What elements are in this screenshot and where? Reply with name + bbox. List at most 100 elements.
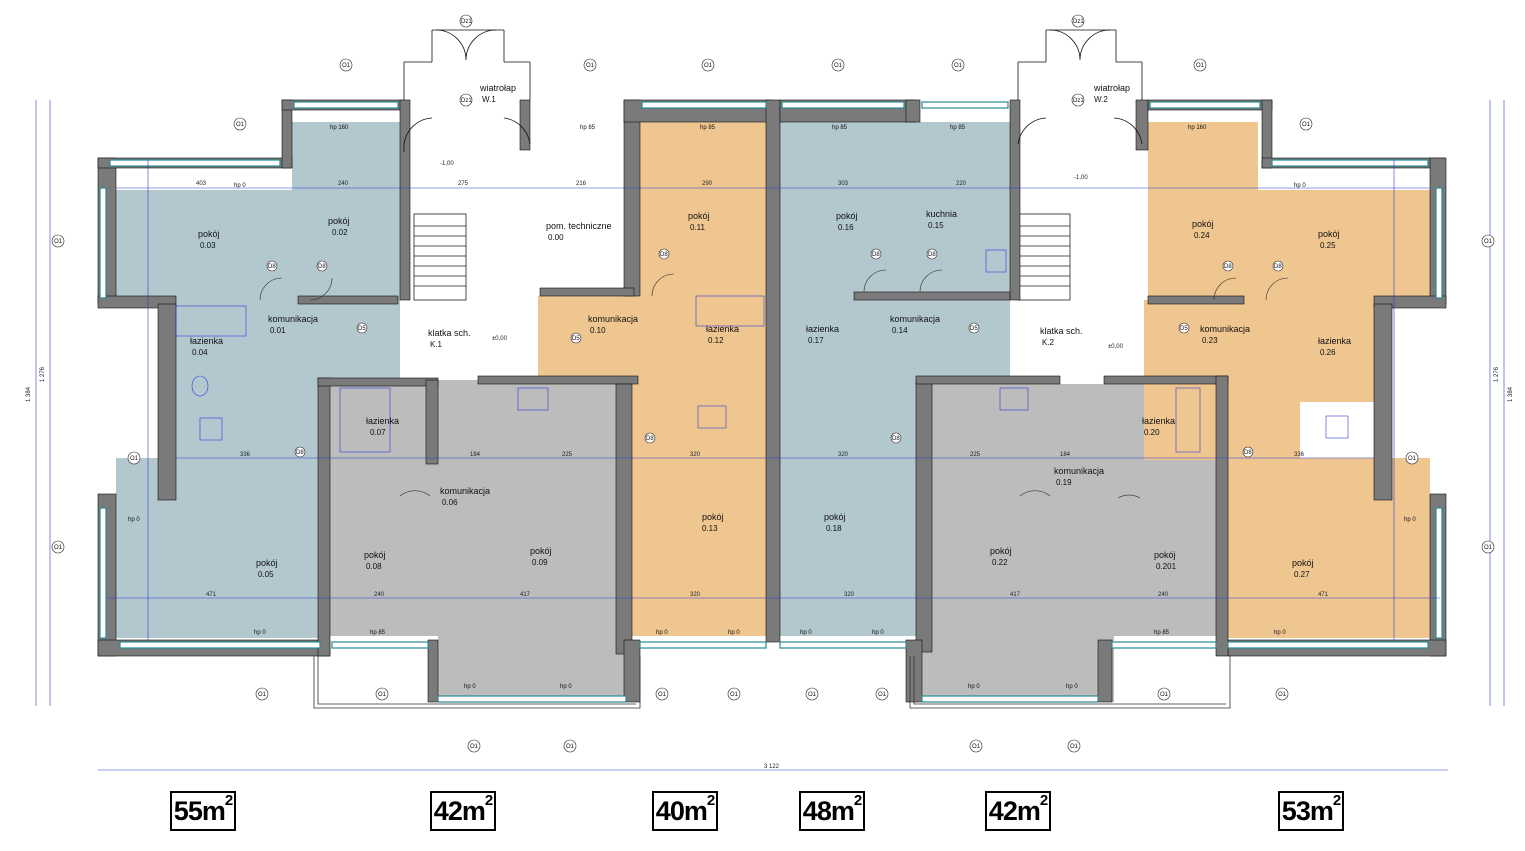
window-tag: O1 — [1481, 540, 1495, 554]
sill-tag: hp 0 — [728, 630, 740, 636]
room-fill-0.26 — [1298, 300, 1374, 402]
svg-text:O1: O1 — [54, 239, 63, 245]
svg-text:D5: D5 — [970, 326, 978, 332]
svg-text:D8: D8 — [892, 436, 900, 442]
sill-tag: hp 85 — [580, 125, 596, 131]
svg-text:O1: O1 — [878, 692, 887, 698]
svg-text:O1: O1 — [658, 692, 667, 698]
room-label: wiatrołap — [1093, 83, 1130, 93]
apartment-area-48: 48m2 — [799, 791, 865, 831]
dimension-values: 403 240 275 216 290 303 220 336 184 225 … — [26, 161, 1514, 770]
window-tag: O1 — [255, 687, 269, 701]
sill-tag: hp 0 — [872, 630, 884, 636]
window-tag: O1 — [1299, 117, 1313, 131]
door-swings — [259, 269, 1289, 499]
area-unit: m — [683, 795, 708, 826]
sill-tag: hp 85 — [950, 125, 966, 131]
room-number: 0.23 — [1202, 336, 1218, 345]
door-tag: D5 — [968, 322, 980, 334]
svg-text:D8: D8 — [646, 436, 654, 442]
room-number: 0.24 — [1194, 231, 1210, 240]
room-number: 0.00 — [548, 233, 564, 242]
room-number: 0.201 — [1156, 562, 1177, 571]
dim-mid: 320 — [690, 452, 701, 458]
svg-text:D8: D8 — [1274, 264, 1282, 270]
svg-text:O1: O1 — [1408, 456, 1417, 462]
sill-tag: hp 0 — [656, 630, 668, 636]
area-value: 40 — [655, 795, 685, 826]
entry-door-tags: Dz1 Dz1 Dz1 Dz1 — [459, 14, 1084, 107]
svg-text:D5: D5 — [358, 326, 366, 332]
room-label: pom. techniczne — [546, 221, 612, 231]
room-label: pokój — [836, 211, 858, 221]
sill-tag: hp 0 — [1404, 517, 1416, 523]
room-number: 0.18 — [826, 524, 842, 533]
svg-text:O1: O1 — [730, 692, 739, 698]
sill-tag: hp 0 — [1274, 630, 1286, 636]
apartment-area-42-right: 42m2 — [985, 791, 1051, 831]
room-fill-0.13 — [630, 384, 768, 636]
area-value: 48 — [802, 795, 832, 826]
apartment-area-53: 53m2 — [1278, 791, 1344, 831]
sill-tag: hp 85 — [370, 630, 386, 636]
room-label: pokój — [688, 211, 710, 221]
room-label: pokój — [702, 512, 724, 522]
room-fill-0.22 — [918, 384, 1114, 702]
area-exp: 2 — [224, 791, 233, 809]
window-tag: O1 — [831, 58, 845, 72]
svg-text:O1: O1 — [808, 692, 817, 698]
room-label: kuchnia — [926, 209, 957, 219]
room-label: pokój — [198, 229, 220, 239]
svg-text:O1: O1 — [1160, 692, 1169, 698]
dim-mid: 225 — [562, 452, 573, 458]
room-number: 0.17 — [808, 336, 824, 345]
window-tag: O1 — [951, 58, 965, 72]
room-number: 0.25 — [1320, 241, 1336, 250]
door-tag: D8 — [926, 248, 938, 260]
sill-tag: hp 85 — [700, 125, 716, 131]
room-number: 0.13 — [702, 524, 718, 533]
door-tag: D8 — [1272, 260, 1284, 272]
svg-text:O1: O1 — [1484, 239, 1493, 245]
room-label: pokój — [824, 512, 846, 522]
room-label: wiatrołap — [479, 83, 516, 93]
room-label: łazienka — [806, 324, 839, 334]
dim-overall: 3 122 — [764, 764, 780, 770]
sill-tag: hp 85 — [1154, 630, 1170, 636]
window-tag: O1 — [1067, 739, 1081, 753]
svg-text:O1: O1 — [1302, 122, 1311, 128]
sill-tag: hp 160 — [1188, 125, 1207, 131]
sill-tag: hp 0 — [254, 630, 266, 636]
window-tags: O1 O1 O1 O1 O1 O1 O1 O1 O1 O1 O1 O1 O1 O… — [51, 58, 1495, 753]
room-number: K.2 — [1042, 338, 1055, 347]
sill-tag: hp 0 — [1066, 684, 1078, 690]
door-tag: D8 — [644, 432, 656, 444]
dim-bot: 417 — [1010, 592, 1021, 598]
room-fill-0.08 — [330, 464, 438, 636]
room-number: 0.08 — [366, 562, 382, 571]
area-unit: m — [1016, 795, 1041, 826]
window-tag: O1 — [467, 739, 481, 753]
dim-mid: 336 — [1294, 452, 1305, 458]
room-label: komunikacja — [890, 314, 940, 324]
room-number: 0.02 — [332, 228, 348, 237]
room-label: łazienka — [706, 324, 739, 334]
window-tag: O1 — [1405, 451, 1419, 465]
area-value: 53 — [1281, 795, 1311, 826]
svg-text:Dz1: Dz1 — [461, 19, 472, 25]
room-label: łazienka — [1142, 416, 1175, 426]
dim-top: 275 — [458, 181, 469, 187]
area-exp: 2 — [853, 791, 862, 809]
apartment-area-55: 55m2 — [170, 791, 236, 831]
level-mark: ±0,00 — [492, 336, 508, 342]
window-tag: O1 — [655, 687, 669, 701]
room-label: pokój — [328, 216, 350, 226]
room-label: klatka sch. — [428, 328, 471, 338]
entry-door-tag: Dz1 — [1071, 14, 1084, 28]
area-exp: 2 — [484, 791, 493, 809]
room-number: 0.05 — [258, 570, 274, 579]
dim-bot: 320 — [844, 592, 855, 598]
room-number: W.1 — [482, 95, 496, 104]
room-label: pokój — [1192, 219, 1214, 229]
svg-text:D5: D5 — [1180, 326, 1188, 332]
